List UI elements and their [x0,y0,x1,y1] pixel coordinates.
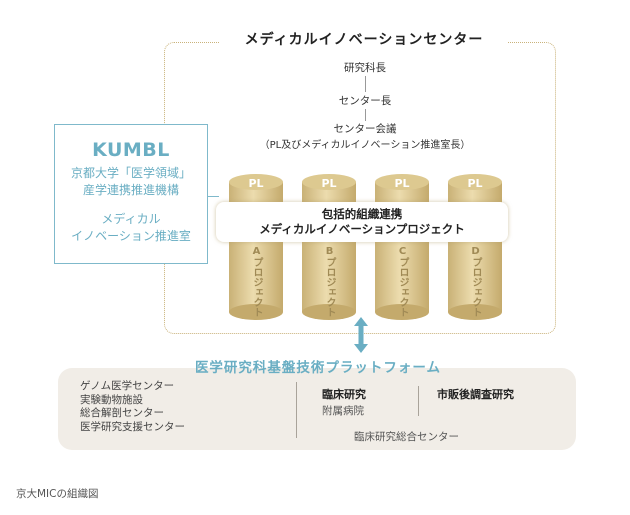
project-cylinder-d: PL Dプロジェクト [447,172,503,322]
council-note: （PL及びメディカルイノベーション推進室長） [259,140,471,151]
kumbl-logo: KUMBL [92,139,170,161]
pl-label: PL [467,177,483,190]
director-label: センター長 [338,95,392,107]
project-label: Dプロジェクト [470,246,481,317]
figure-caption: 京大MICの組織図 [16,488,99,500]
kumbl-line: 産学連携推進機構 [82,183,179,197]
project-label: Bプロジェクト [324,246,335,317]
center-title: メディカルイノベーションセンター [220,30,508,50]
hospital-label: 附属病院 [322,405,364,417]
clinical-research-label: 臨床研究 [322,388,366,401]
list-item: 総合解剖センター [80,407,164,419]
kumbl-line: 京都大学「医学領域」 [70,166,191,180]
band-line: メディカルイノベーションプロジェクト [259,222,465,236]
post-marketing-label: 市販後調査研究 [437,388,514,401]
project-cylinder-c: PL Cプロジェクト [374,172,430,322]
connector-line [365,109,366,121]
clinical-center-label: 臨床研究総合センター [354,431,459,443]
double-arrow-icon [354,317,368,353]
kumbl-connector [207,196,219,197]
divider [418,386,419,416]
connector-line [365,76,366,92]
platform-left-list: ゲノム医学センター 実験動物施設 総合解剖センター 医学研究支援センター [80,380,185,434]
band-line: 包括的組織連携 [321,207,403,221]
pl-label: PL [248,177,264,190]
list-item: 実験動物施設 [80,393,143,406]
project-cylinder-a: PL Aプロジェクト [228,172,284,322]
project-label: Cプロジェクト [397,246,408,317]
divider [296,382,297,438]
collaboration-band: 包括的組織連携 メディカルイノベーションプロジェクト [216,202,508,242]
platform-box [58,368,576,450]
platform-title: 医学研究科基盤技術プラットフォーム [194,360,442,376]
list-item: ゲノム医学センター [80,380,175,392]
project-label: Aプロジェクト [251,246,262,317]
list-item: 医学研究支援センター [80,420,185,433]
kumbl-box: KUMBL 京都大学「医学領域」 産学連携推進機構 メディカル イノベーション推… [54,124,208,264]
pl-label: PL [321,177,337,190]
pl-label: PL [394,177,410,190]
kumbl-line: イノベーション推進室 [71,229,191,243]
dean-label: 研究科長 [344,62,386,74]
kumbl-line: メディカル [101,212,161,226]
council-label: センター会議 [333,123,397,135]
project-cylinder-b: PL Bプロジェクト [301,172,357,322]
